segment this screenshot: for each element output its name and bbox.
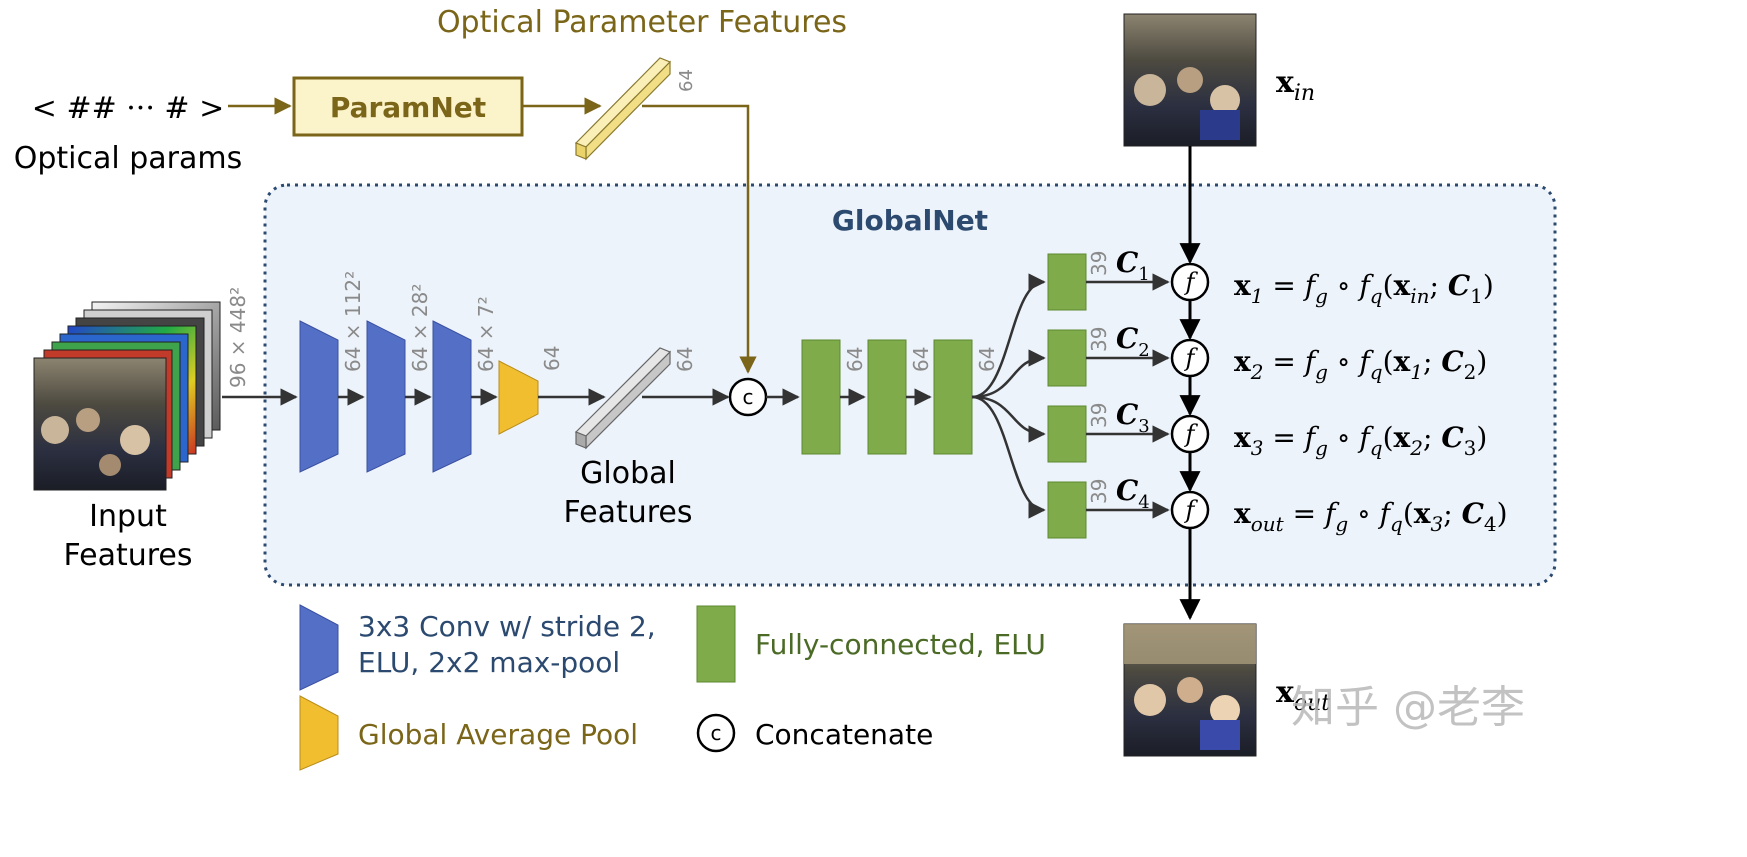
f-node-2	[1170, 338, 1210, 378]
paramnet-label: ParamNet	[330, 91, 486, 124]
head-1	[1047, 253, 1087, 311]
head2-dim: 39	[1087, 327, 1111, 352]
legend-fc-icon	[696, 605, 736, 683]
fc-block-1	[801, 339, 841, 455]
legend-fc-text: Fully-connected, ELU	[755, 628, 1046, 661]
fc-block-3	[933, 339, 973, 455]
param-vector-dim: 64	[676, 69, 697, 92]
coeff-label-2: C2	[1116, 322, 1150, 361]
fc3-dim: 64	[975, 347, 999, 372]
globalnet-title: GlobalNet	[832, 204, 988, 237]
globalnet-panel	[263, 183, 1557, 587]
head-4	[1047, 481, 1087, 539]
conv3-dim: 64 × 7²	[474, 296, 498, 372]
head-2	[1047, 329, 1087, 387]
legend-conv-text-2: ELU, 2x2 max-pool	[358, 646, 620, 679]
input-features-label-1: Input	[89, 499, 167, 534]
x-in-image	[1123, 13, 1257, 147]
concat-symbol: c	[743, 385, 754, 409]
f-node-1	[1170, 262, 1210, 302]
optical-features-title: Optical Parameter Features	[437, 5, 847, 40]
head4-dim: 39	[1087, 479, 1111, 504]
input-features-label-2: Features	[64, 538, 193, 573]
head3-dim: 39	[1087, 403, 1111, 428]
pool-dim: 64	[540, 346, 564, 371]
equation-3: x3 = fg ∘ fq(x2; C3)	[1234, 421, 1487, 460]
legend-concat-text: Concatenate	[755, 718, 933, 751]
optical-params-label: Optical params	[14, 141, 243, 176]
conv-block-1	[299, 320, 339, 473]
coeff-label-1: C1	[1116, 246, 1150, 285]
global-features-label-1: Global	[580, 456, 676, 491]
global-features-label-2: Features	[564, 495, 693, 530]
global-avg-pool-block	[498, 360, 539, 435]
x-in-label: xin	[1276, 65, 1315, 106]
coeff-label-4: C4	[1116, 474, 1150, 513]
legend-conv-text-1: 3x3 Conv w/ stride 2,	[358, 610, 656, 643]
fc2-dim: 64	[909, 347, 933, 372]
coeff-label-3: C3	[1116, 398, 1150, 437]
legend-pool-text: Global Average Pool	[358, 718, 638, 751]
f-node-4	[1170, 490, 1210, 530]
legend-concat-icon	[696, 713, 736, 753]
head-3	[1047, 405, 1087, 463]
head1-dim: 39	[1087, 251, 1111, 276]
equation-1: x1 = fg ∘ fq(xin; C1)	[1234, 269, 1494, 308]
global-vector-dim: 64	[673, 347, 697, 372]
legend-pool-icon	[299, 695, 339, 771]
global-feature-vector	[574, 347, 672, 450]
conv-block-3	[432, 320, 472, 473]
optical-input-token: < ## ··· # >	[32, 91, 224, 126]
fc1-dim: 64	[843, 347, 867, 372]
fc-block-2	[867, 339, 907, 455]
watermark: 知乎 @老李	[1291, 682, 1525, 733]
equation-4: xout = fg ∘ fq(x3; C4)	[1234, 497, 1508, 536]
equation-2: x2 = fg ∘ fq(x1; C2)	[1234, 345, 1487, 384]
conv1-dim: 64 × 112²	[341, 271, 365, 372]
equations: x1 = fg ∘ fq(xin; C1) x2 = fg ∘ fq(x1; C2…	[1234, 269, 1508, 536]
param-feature-vector	[574, 57, 672, 161]
input-dim: 96 × 448²	[226, 287, 250, 388]
conv-block-2	[366, 320, 406, 473]
x-out-image	[1123, 623, 1257, 757]
f-node-3	[1170, 414, 1210, 454]
conv2-dim: 64 × 28²	[408, 284, 432, 372]
x-out-label: xout	[1276, 675, 1330, 716]
legend-concat-symbol: c	[711, 721, 722, 745]
legend-conv-icon	[299, 604, 339, 691]
paramnet-box	[292, 76, 524, 137]
input-features-stack	[33, 301, 221, 491]
